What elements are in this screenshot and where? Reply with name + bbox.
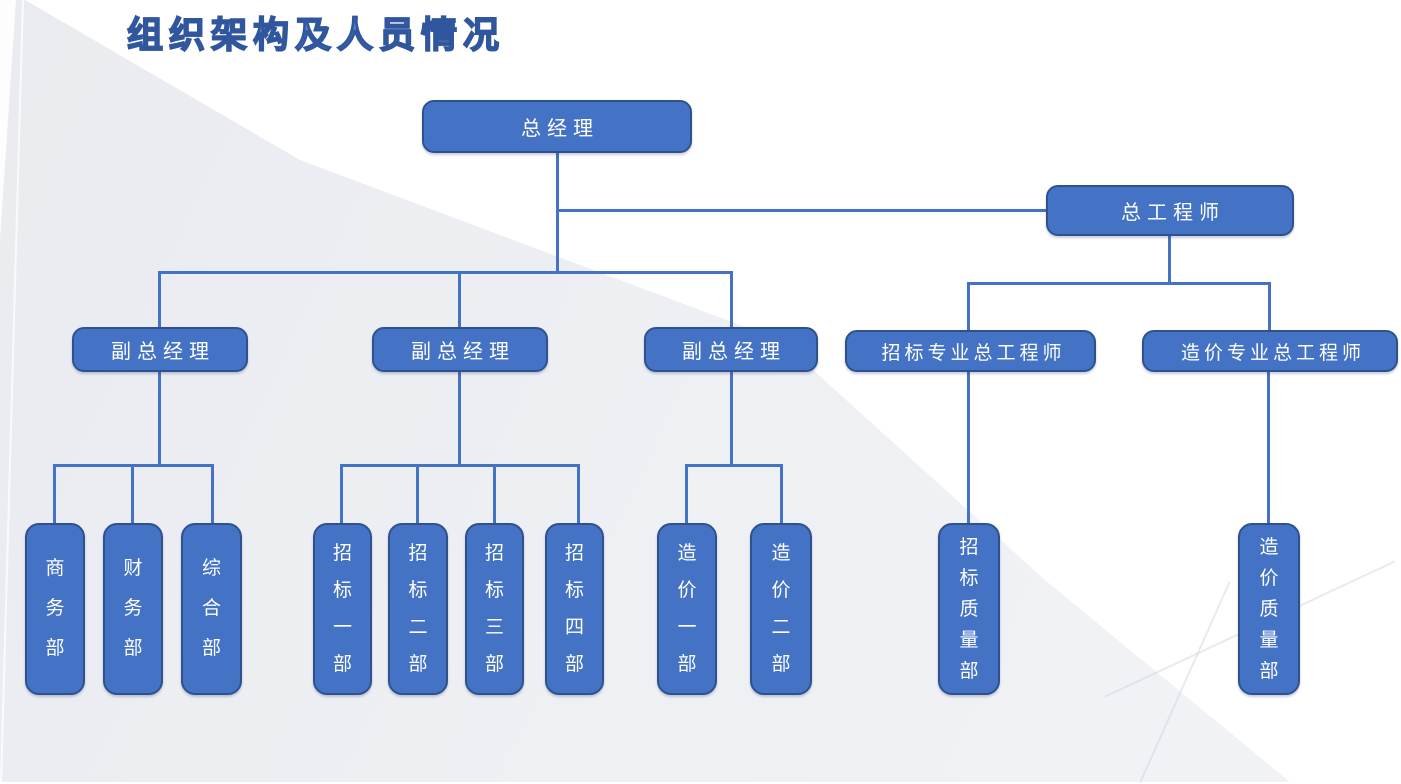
connector-line [1267, 372, 1270, 523]
connector-line [685, 464, 783, 467]
org-node-chief-engineer: 总工程师 [1046, 185, 1294, 236]
connector-line [1168, 236, 1171, 285]
org-node-bidding-dept-4: 招 标 四 部 [545, 523, 604, 695]
connector-line [158, 271, 733, 274]
org-node-cost-dept-1: 造 价 一 部 [657, 523, 717, 695]
connector-line [131, 464, 134, 523]
connector-line [458, 372, 461, 467]
connector-line [685, 464, 688, 523]
org-node-business-dept: 商 务 部 [25, 523, 85, 695]
connector-line [53, 464, 56, 523]
connector-line [158, 372, 161, 467]
connector-line [556, 153, 559, 274]
org-node-bidding-dept-2: 招 标 二 部 [388, 523, 448, 695]
org-node-general-manager: 总经理 [422, 100, 692, 153]
connector-line [158, 271, 161, 327]
org-node-cost-chief-engineer: 造价专业总工程师 [1142, 330, 1398, 372]
org-node-general-affairs-dept: 综 合 部 [181, 523, 242, 695]
org-node-deputy-gm-3: 副总经理 [644, 327, 818, 372]
org-node-finance-dept: 财 务 部 [103, 523, 163, 695]
connector-line [967, 282, 1271, 285]
connector-line [340, 464, 343, 523]
connector-line [493, 464, 496, 523]
org-node-cost-dept-2: 造 价 二 部 [750, 523, 812, 695]
org-node-deputy-gm-1: 副总经理 [72, 327, 248, 372]
org-node-bidding-dept-1: 招 标 一 部 [313, 523, 372, 695]
connector-line [416, 464, 419, 523]
connector-line [967, 282, 970, 330]
org-node-deputy-gm-2: 副总经理 [372, 327, 548, 372]
connector-line [780, 464, 783, 523]
org-node-bidding-dept-3: 招 标 三 部 [465, 523, 524, 695]
connector-line [577, 464, 580, 523]
connector-line [211, 464, 214, 523]
org-node-bidding-chief-engineer: 招标专业总工程师 [845, 330, 1096, 372]
slide-title: 组织架构及人员情况 [126, 13, 506, 56]
connector-line [1268, 282, 1271, 330]
connector-line [458, 271, 461, 327]
connector-line [556, 209, 1046, 212]
org-node-cost-quality-dept: 造 价 质 量 部 [1238, 523, 1300, 695]
connector-line [730, 372, 733, 467]
connector-line [730, 271, 733, 327]
connector-line [340, 464, 580, 467]
org-node-bidding-quality-dept: 招 标 质 量 部 [938, 523, 1000, 695]
connector-line [967, 372, 970, 523]
